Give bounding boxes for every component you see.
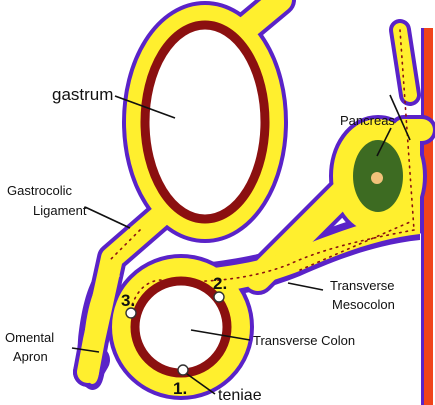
marker-circle-1 <box>178 365 188 375</box>
gastrum-label: gastrum <box>52 85 113 104</box>
pancreas-duct <box>371 172 383 184</box>
omental-apron-label-line1: Omental <box>5 330 54 345</box>
gastrocolic-label-line1: Gastrocolic <box>7 183 73 198</box>
transverse-mesocolon-label-line1: Transverse <box>330 278 395 293</box>
transverse-colon-label: Transverse Colon <box>253 333 355 348</box>
marker-label-2: 2. <box>213 274 227 293</box>
stomach-wall <box>145 25 265 219</box>
marker-circle-2 <box>214 292 224 302</box>
omental-apron-label-line2: Apron <box>13 349 48 364</box>
teniae-label: teniae <box>218 387 262 404</box>
transverse-mesocolon-label-line2: Mesocolon <box>332 297 395 312</box>
pancreas-label: Pancreas <box>340 113 395 128</box>
marker-label-1: 1. <box>173 379 187 398</box>
posterior-body-wall <box>424 28 433 405</box>
marker-label-3: 3. <box>121 291 135 310</box>
transverse-colon-wall <box>135 281 227 373</box>
gastrocolic-label-line2: Ligament <box>33 203 87 218</box>
